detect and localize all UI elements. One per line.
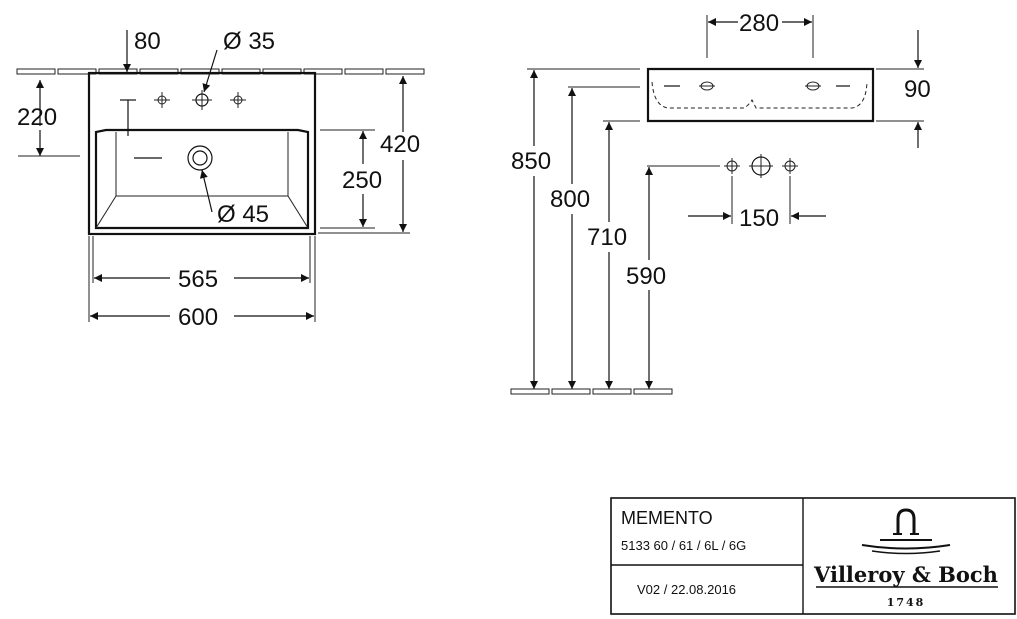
drain-icon <box>187 145 213 171</box>
dim-tap-spacing: 150 <box>739 205 779 232</box>
dim-top-height: 850 <box>511 148 551 175</box>
dim-depth-to-tap: 220 <box>17 104 57 131</box>
dim-drain: Ø 45 <box>217 201 269 228</box>
tap-hole-left-icon <box>154 92 170 108</box>
tap-hole-center-icon <box>192 90 212 110</box>
wall-tap-right-icon <box>782 158 798 174</box>
dim-outlet-height: 710 <box>587 224 627 251</box>
side-hole-left-icon <box>699 81 715 91</box>
dim-waste-height: 590 <box>626 263 666 290</box>
dim-holes-spacing: 280 <box>739 10 779 37</box>
floor-line <box>510 388 673 395</box>
plan-view: 80 Ø 35 220 420 250 Ø 45 565 60 <box>16 28 425 331</box>
dim-total-width: 600 <box>178 304 218 331</box>
basin-outline <box>87 71 317 236</box>
version-date: V02 / 22.08.2016 <box>637 582 736 597</box>
dim-bowl-depth: 250 <box>342 167 382 194</box>
wall-tap-center-icon <box>749 154 773 178</box>
basin-profile-hidden <box>651 81 868 109</box>
bowl-outline <box>94 128 310 230</box>
side-hole-right-icon <box>805 81 821 91</box>
product-codes: 5133 60 / 61 / 6L / 6G <box>621 538 746 553</box>
side-view: 280 90 150 <box>510 10 931 395</box>
basin-profile <box>646 67 875 123</box>
wall-tap-left-icon <box>724 158 740 174</box>
tap-hole-right-icon <box>230 92 246 108</box>
dim-tap-hole: Ø 35 <box>223 28 275 55</box>
product-name: MEMENTO <box>621 508 713 528</box>
brand-logo: Villeroy & Boch 1748 <box>813 508 998 609</box>
dim-total-depth: 420 <box>380 131 420 158</box>
dim-inner-width: 565 <box>178 266 218 293</box>
dim-tap-offset: 80 <box>134 28 161 55</box>
brand-name: Villeroy & Boch <box>813 562 998 587</box>
dim-height: 90 <box>904 76 931 103</box>
bowl-inner <box>115 132 289 197</box>
brand-year: 1748 <box>887 596 926 609</box>
dim-rim-height: 800 <box>550 186 590 213</box>
title-block: MEMENTO 5133 60 / 61 / 6L / 6G V02 / 22.… <box>610 497 1016 615</box>
